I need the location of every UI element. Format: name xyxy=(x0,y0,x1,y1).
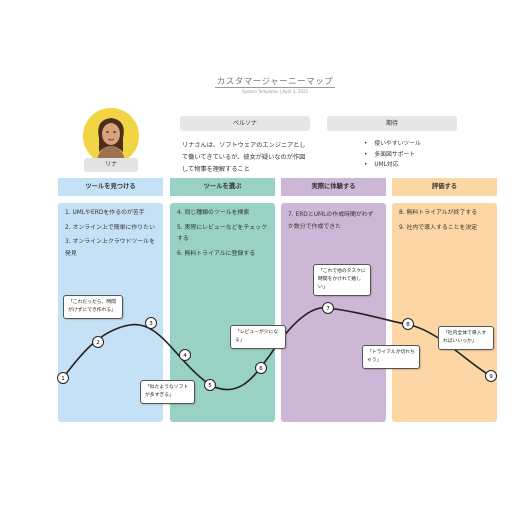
journey-point-label: 1 xyxy=(61,376,65,382)
journey-points: 1 2 3 4 5 6 7 8 9 xyxy=(57,302,497,391)
feedback-bubble: 「トライアルが切れちゃう」 xyxy=(362,345,420,369)
feedback-bubble: 「似たようなソフトが多すぎる」 xyxy=(140,380,195,404)
stage-header-choose: ツールを選ぶ xyxy=(170,178,275,196)
journey-point: 3 xyxy=(145,317,157,329)
journey-point-label: 5 xyxy=(208,383,212,389)
journey-point: 9 xyxy=(485,370,497,382)
expectation-header: 期待 xyxy=(327,116,457,131)
persona-name-tag: リナ xyxy=(84,158,138,172)
stage-step: 6. 無料トライアルに登録する xyxy=(177,250,256,257)
page-title: カスタマージャーニーマップ xyxy=(216,77,334,87)
stage-step: 5. 実際にレビューなどをチェックする xyxy=(177,224,267,243)
journey-point-label: 8 xyxy=(406,322,410,328)
journey-point-label: 4 xyxy=(183,353,187,359)
feedback-bubble: 「これで他のタスクに時間をかけれて嬉しい」 xyxy=(313,264,371,296)
persona-header: ペルソナ xyxy=(180,116,310,131)
journey-point-label: 7 xyxy=(326,306,330,312)
journey-point: 5 xyxy=(204,379,216,391)
journey-point: 6 xyxy=(255,362,267,374)
persona-avatar xyxy=(83,108,139,164)
stage-step: 9. 社内で導入することを決定 xyxy=(399,224,478,231)
stage-step: 2. オンライン上で簡単に作りたい xyxy=(65,224,155,231)
feedback-bubble: 「これだったら、時間がけずにでき作れる」 xyxy=(63,295,123,319)
stage-step: 7. ERDとUMLの作成時間がわずか数分で作成できた xyxy=(288,212,374,230)
journey-point-label: 2 xyxy=(96,340,100,346)
journey-point-label: 3 xyxy=(149,321,153,327)
expectation-item: 使いやすいツール xyxy=(364,139,420,150)
stage-column-evaluate: 8. 無料トライアルが終了する 9. 社内で導入することを決定 xyxy=(392,203,497,422)
journey-point: 8 xyxy=(402,318,414,330)
feedback-bubble: 「レビューが少になる」 xyxy=(230,325,286,349)
persona-description: リナさんは、ソフトウェアのエンジニアとして働いてきているが、彼女が疑いなのが作図… xyxy=(182,142,306,173)
journey-point-label: 9 xyxy=(489,374,493,380)
stage-column-experience: 7. ERDとUMLの作成時間がわずか数分で作成できた xyxy=(281,203,386,422)
stage-header-experience: 実際に体験する xyxy=(281,178,386,196)
journey-point: 2 xyxy=(92,336,104,348)
title-underline xyxy=(215,87,335,88)
stage-header-evaluate: 評価する xyxy=(392,178,497,196)
expectation-item: UML対応 xyxy=(364,160,421,171)
stage-step: 1. UMLやERDを作るのが苦手 xyxy=(65,210,145,216)
journey-point: 7 xyxy=(322,302,334,314)
stage-step: 8. 無料トライアルが終了する xyxy=(399,210,478,216)
expectation-list: 使いやすいツール 多面図サポート UML対応 xyxy=(364,139,421,171)
stage-step: 3. オンライン上クラウドツールを発見 xyxy=(65,239,155,257)
expectation-item: 多面図サポート xyxy=(364,150,421,161)
journey-point: 1 xyxy=(57,372,69,384)
journey-point: 4 xyxy=(179,349,191,361)
page-subtitle: System Templates | April 3, 2022 xyxy=(241,89,309,94)
stage-step: 4. 同じ種類のツールを検索 xyxy=(177,210,250,216)
feedback-bubble: 「社内全体で導入すればいいっか」 xyxy=(438,326,494,350)
journey-point-label: 6 xyxy=(259,366,263,372)
stage-header-find: ツールを見つける xyxy=(58,178,163,196)
